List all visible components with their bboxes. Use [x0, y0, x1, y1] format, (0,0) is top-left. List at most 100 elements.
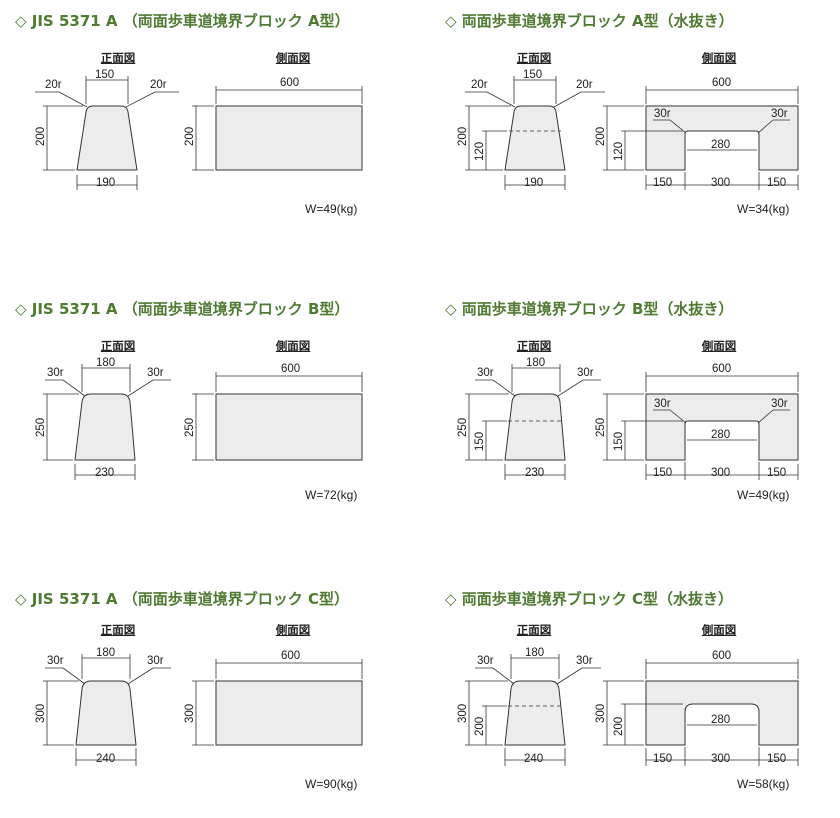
side-view-label: 側面図 [701, 339, 737, 353]
weight: W=58(kg) [737, 777, 790, 791]
radius-left: 20r [471, 79, 488, 91]
radius-right: 20r [576, 79, 593, 91]
panel-a-type: ◇ JIS 5371 A （両面歩車道境界ブロック A型） 正面図 側面図 20… [15, 10, 415, 240]
panel-title: ◇ JIS 5371 A （両面歩車道境界ブロック A型） [15, 12, 350, 30]
block-drawing: 30r 30r 180 250 150 230 600 250 150 30r … [457, 357, 799, 480]
top-width: 180 [96, 647, 115, 659]
radius-right: 20r [150, 79, 167, 91]
notch-radius-left: 30r [654, 108, 671, 120]
front-view-label: 正面図 [100, 623, 136, 637]
bottom-width: 190 [96, 177, 115, 189]
segment-left: 150 [653, 177, 672, 189]
panel-c-type-drain: ◇ 両面歩車道境界ブロック C型（水抜き） 正面図 側面図 30r 30r 18… [445, 588, 840, 818]
panel-c-type: ◇ JIS 5371 A （両面歩車道境界ブロック C型） 正面図 側面図 30… [15, 588, 415, 818]
segment-right: 150 [767, 467, 786, 479]
panel-b-type: ◇ JIS 5371 A （両面歩車道境界ブロック B型） 正面図 側面図 30… [15, 298, 415, 528]
panel-title: ◇ JIS 5371 A （両面歩車道境界ブロック B型） [15, 300, 350, 318]
block-drawing: 30r 30r 180 250 230 600 250 [35, 357, 363, 480]
length-dim: 600 [281, 650, 300, 662]
weight: W=49(kg) [305, 202, 358, 216]
segment-right: 150 [767, 177, 786, 189]
front-view-label: 正面図 [100, 339, 136, 353]
front-view-label: 正面図 [516, 623, 552, 637]
radius-left: 30r [47, 367, 64, 379]
bottom-width: 190 [524, 177, 543, 189]
radius-right: 30r [577, 367, 594, 379]
inner-height-dim: 150 [474, 432, 486, 451]
notch-radius-right: 30r [771, 398, 788, 410]
side-view-label: 側面図 [275, 339, 311, 353]
length-dim: 600 [712, 77, 731, 89]
inner-height-dim: 120 [474, 142, 486, 161]
side-height-dim: 200 [184, 127, 196, 146]
radius-right: 30r [147, 655, 164, 667]
radius-right: 30r [147, 367, 164, 379]
bottom-width: 230 [525, 467, 544, 479]
height-dim: 250 [457, 418, 469, 437]
radius-left: 20r [45, 79, 62, 91]
radius-left: 30r [47, 655, 64, 667]
notch-radius-right: 30r [771, 108, 788, 120]
height-dim: 300 [35, 704, 47, 723]
segment-left: 150 [653, 467, 672, 479]
weight: W=90(kg) [305, 777, 358, 791]
front-view-label: 正面図 [516, 51, 552, 65]
height-dim: 250 [35, 418, 47, 437]
segment-right: 150 [767, 753, 786, 765]
segment-left: 150 [653, 753, 672, 765]
bottom-width: 240 [96, 753, 115, 765]
length-dim: 600 [712, 650, 731, 662]
side-height-dim: 250 [595, 418, 607, 437]
weight: W=49(kg) [737, 488, 790, 502]
top-width: 180 [525, 647, 544, 659]
panel-a-type-drain: ◇ 両面歩車道境界ブロック A型（水抜き） 正面図 側面図 20r 20r 15… [445, 10, 840, 240]
height-dim: 200 [457, 127, 469, 146]
side-view-label: 側面図 [275, 51, 311, 65]
front-view-label: 正面図 [516, 339, 552, 353]
side-height-dim: 200 [595, 127, 607, 146]
panel-b-type-drain: ◇ 両面歩車道境界ブロック B型（水抜き） 正面図 側面図 30r 30r 18… [445, 298, 840, 528]
bottom-width: 240 [524, 753, 543, 765]
weight: W=34(kg) [737, 202, 790, 216]
notch-width: 280 [711, 714, 730, 726]
top-width: 180 [96, 357, 115, 369]
block-drawing: 30r 30r 180 300 200 240 600 300 200 280 … [457, 647, 799, 766]
block-drawing: 30r 30r 180 300 240 600 300 [35, 647, 363, 766]
side-view-label: 側面図 [701, 51, 737, 65]
length-dim: 600 [281, 363, 300, 375]
segment-mid: 300 [711, 467, 730, 479]
top-width: 150 [95, 69, 114, 81]
weight: W=72(kg) [305, 488, 358, 502]
radius-left: 30r [477, 367, 494, 379]
side-inner-height-dim: 150 [613, 432, 625, 451]
panel-title: ◇ 両面歩車道境界ブロック A型（水抜き） [445, 12, 734, 30]
side-inner-height-dim: 200 [613, 717, 625, 736]
height-dim: 300 [457, 704, 469, 723]
panel-title: ◇ 両面歩車道境界ブロック B型（水抜き） [445, 300, 734, 318]
panel-title: ◇ 両面歩車道境界ブロック C型（水抜き） [445, 590, 733, 608]
front-view-label: 正面図 [100, 51, 136, 65]
side-inner-height-dim: 120 [613, 142, 625, 161]
top-width: 180 [526, 357, 545, 369]
radius-right: 30r [576, 655, 593, 667]
side-view-label: 側面図 [701, 623, 737, 637]
top-width: 150 [523, 69, 542, 81]
notch-width: 280 [711, 139, 730, 151]
inner-height-dim: 200 [474, 717, 486, 736]
block-drawing: 20r 20r 150 200 190 600 200 [35, 69, 363, 190]
radius-left: 30r [477, 655, 494, 667]
side-view-label: 側面図 [275, 623, 311, 637]
length-dim: 600 [280, 77, 299, 89]
height-dim: 200 [35, 127, 47, 146]
side-height-dim: 300 [184, 704, 196, 723]
bottom-width: 230 [95, 467, 114, 479]
block-drawing: 20r 20r 150 200 120 190 600 200 120 30r … [457, 69, 799, 190]
panel-title: ◇ JIS 5371 A （両面歩車道境界ブロック C型） [15, 590, 349, 608]
notch-radius-left: 30r [654, 398, 671, 410]
segment-mid: 300 [711, 753, 730, 765]
side-height-dim: 250 [184, 418, 196, 437]
length-dim: 600 [712, 363, 731, 375]
side-height-dim: 300 [595, 704, 607, 723]
segment-mid: 300 [711, 177, 730, 189]
notch-width: 280 [711, 429, 730, 441]
